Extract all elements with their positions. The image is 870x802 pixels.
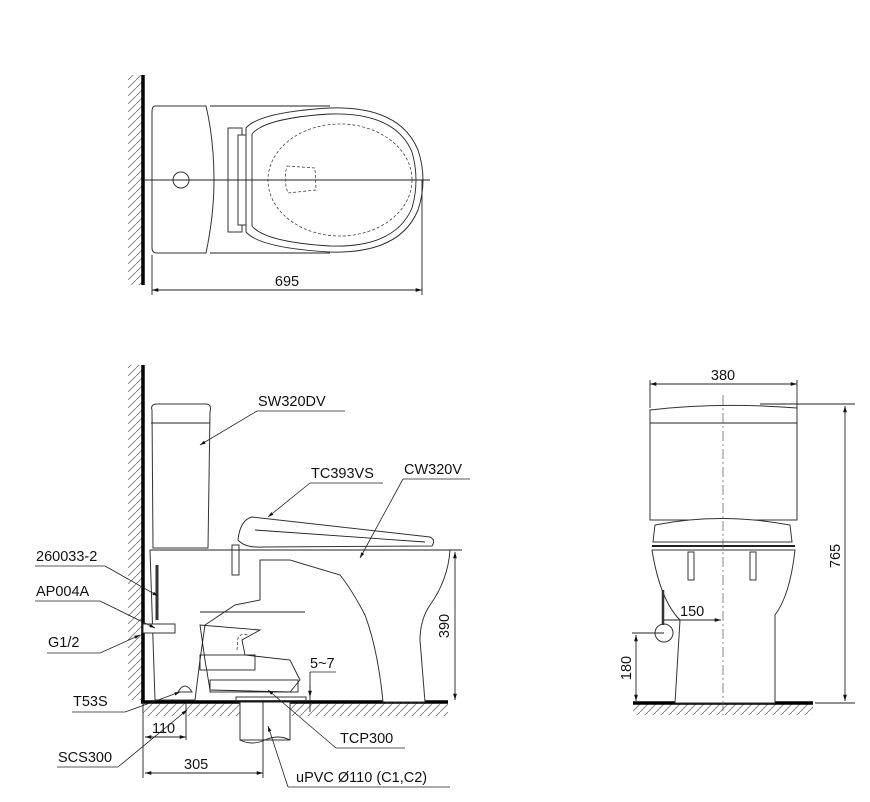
wall-hatch — [128, 75, 142, 285]
label-hose: 260033-2 — [36, 549, 97, 565]
label-bowl: CW320V — [404, 462, 462, 478]
angle-valve — [142, 623, 176, 634]
dim-height: 765 — [828, 544, 844, 568]
top-view: 695 — [128, 75, 430, 295]
seat-side — [237, 516, 435, 548]
dim-overall-length: 695 — [275, 274, 299, 290]
label-drain-pipe: uPVC Ø110 (C1,C2) — [296, 770, 427, 786]
label-floor-bolt: T53S — [73, 694, 108, 710]
floor-bolt — [177, 685, 193, 693]
wall-hatch — [128, 365, 142, 700]
bowl-body — [149, 549, 451, 703]
dim-drain-offset: 305 — [184, 757, 208, 773]
bowl-front — [651, 549, 796, 704]
label-inlet: G1/2 — [48, 635, 79, 651]
label-flange: TCP300 — [340, 731, 393, 747]
seat-front — [652, 518, 793, 543]
dim-inlet-offset: 150 — [680, 604, 704, 620]
drain-pipe — [239, 701, 291, 741]
floor-hatch — [143, 702, 448, 716]
label-valve: AP004A — [36, 584, 90, 600]
dim-inlet-height: 180 — [619, 656, 635, 680]
dim-width: 380 — [711, 368, 735, 384]
side-view: 390 5~7 110 305 SW320DV TC393VS CW320V 2… — [35, 365, 470, 788]
label-tank: SW320DV — [258, 394, 326, 410]
dim-gap: 5~7 — [310, 656, 335, 672]
label-seat: TC393VS — [311, 466, 374, 482]
drain-hole — [284, 165, 317, 194]
trapway — [199, 624, 301, 693]
front-view: 380 765 150 180 — [619, 368, 855, 715]
dim-bowl-height: 390 — [437, 614, 453, 638]
flange — [235, 696, 307, 703]
tank-side — [151, 403, 211, 549]
label-bolt-cap: SCS300 — [58, 750, 112, 766]
hinge-bolt — [231, 544, 240, 576]
